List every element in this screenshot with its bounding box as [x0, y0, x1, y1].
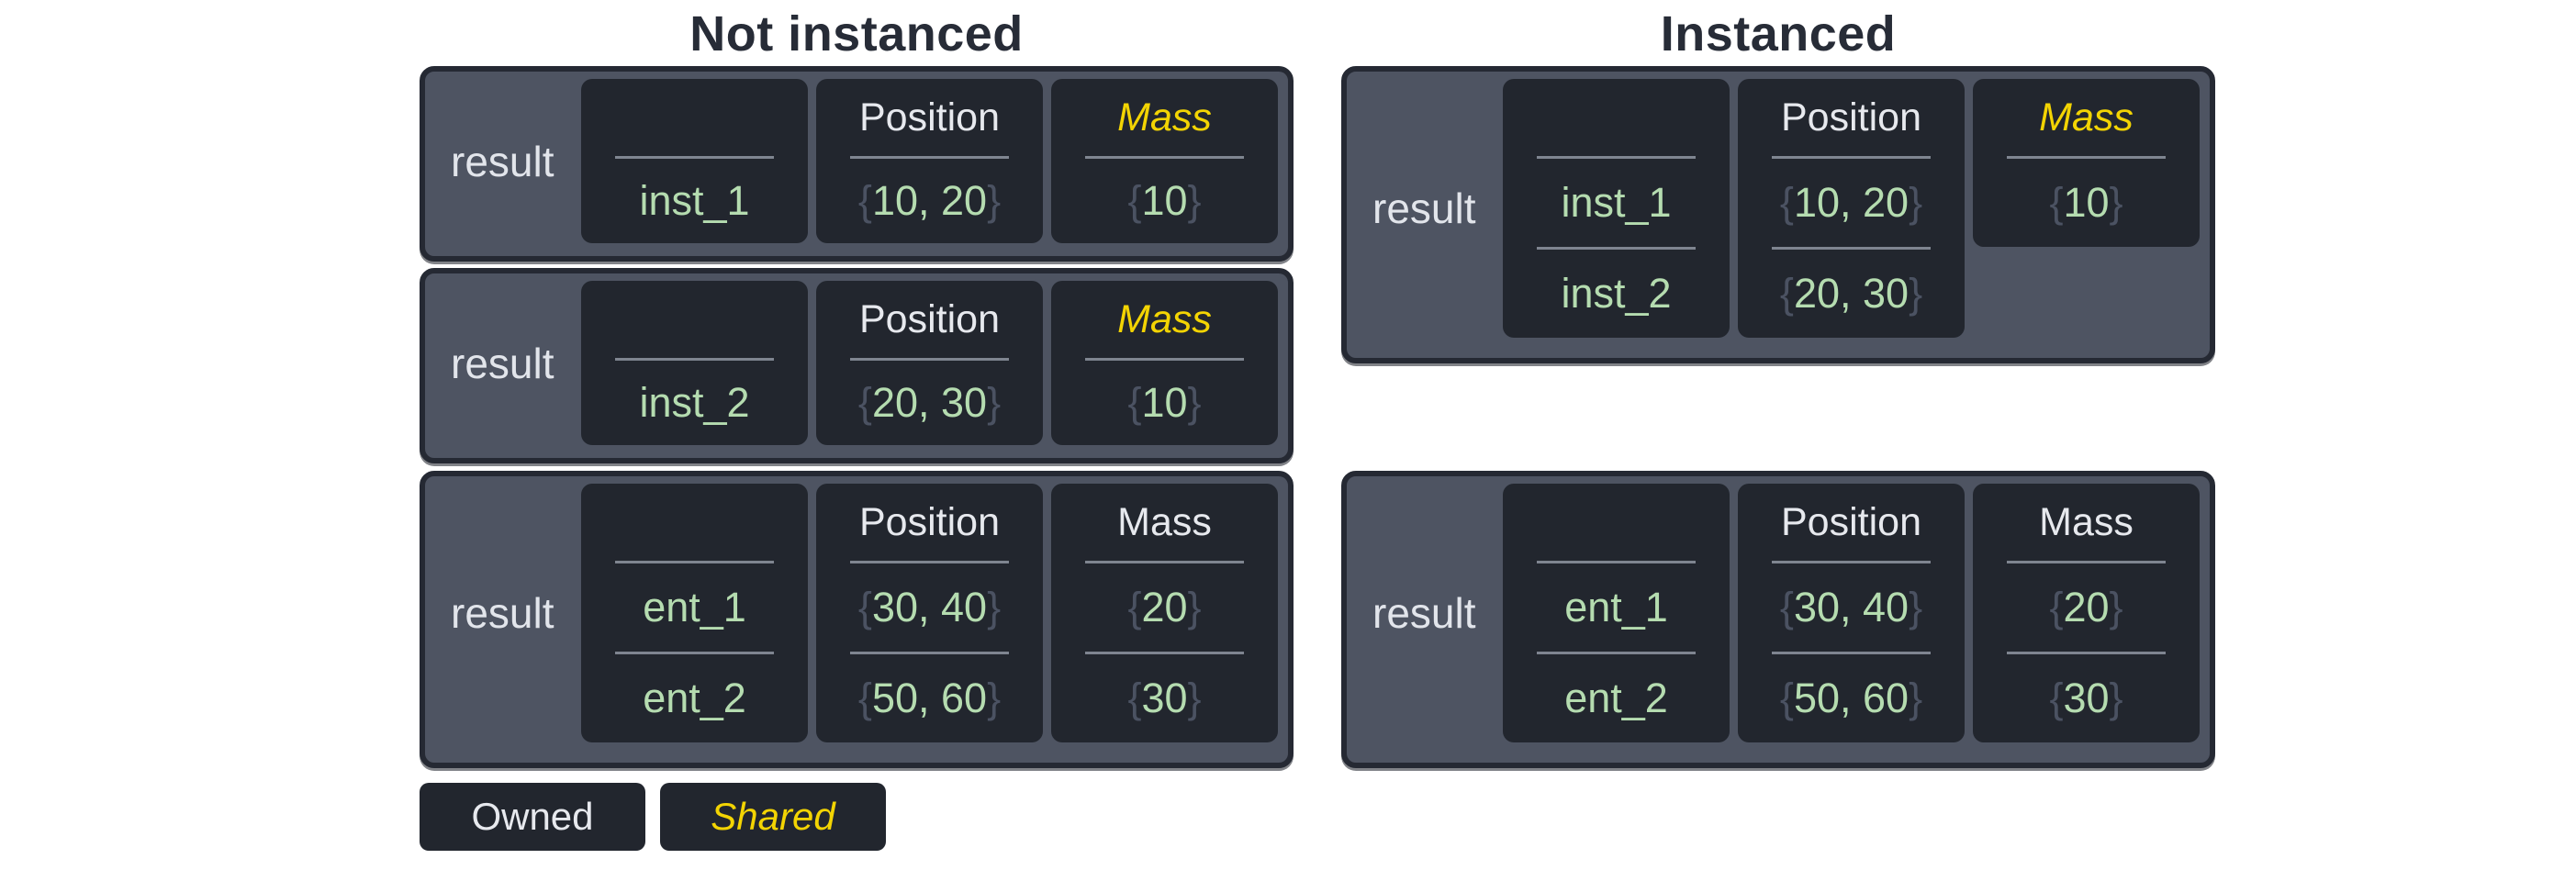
position-value: {30, 40} — [1779, 584, 1923, 630]
result-label: result — [451, 589, 554, 637]
mass-cell-shared-short: Mass {10} — [1973, 79, 2200, 247]
position-value: {10, 20} — [857, 177, 1002, 224]
entity-name: ent_1 — [643, 584, 746, 630]
cells-container: inst_2 Position {20, 30} Mass {10} — [581, 281, 1278, 445]
mass-cell: Mass {10} — [1051, 281, 1278, 445]
entity-header — [1503, 79, 1730, 156]
cells-container: inst_1 Position {10, 20} Mass {10} — [581, 79, 1278, 243]
divider — [850, 358, 1009, 361]
position-header: Position — [1781, 95, 1921, 139]
divider — [615, 652, 774, 654]
entity-cell: ent_1 ent_2 — [1503, 484, 1730, 742]
divider — [2007, 561, 2166, 563]
position-cell: Position {30, 40} {50, 60} — [816, 484, 1043, 742]
position-cell: Position {20, 30} — [816, 281, 1043, 445]
divider — [615, 358, 774, 361]
mass-value: {10} — [1127, 177, 1202, 224]
mass-value: {10} — [1127, 379, 1202, 426]
entity-cell: ent_1 ent_2 — [581, 484, 808, 742]
entity-name: ent_1 — [1564, 584, 1668, 630]
mass-header: Mass — [1117, 296, 1212, 341]
mass-value: {10} — [2049, 179, 2123, 226]
divider — [850, 156, 1009, 159]
result-box-inst1: result inst_1 Position {10, 20} Mass {10… — [420, 66, 1294, 262]
cells-container: ent_1 ent_2 Position {30, 40} {50, 60} M… — [581, 484, 1278, 742]
entity-header — [1503, 484, 1730, 561]
entity-name: inst_1 — [1561, 179, 1672, 226]
entity-name: ent_2 — [643, 675, 746, 721]
divider — [1537, 561, 1696, 563]
position-value: {10, 20} — [1779, 179, 1923, 226]
entity-name: inst_1 — [639, 177, 750, 224]
entity-cell: inst_1 — [581, 79, 808, 243]
legend: Owned Shared — [420, 783, 886, 851]
position-value: {30, 40} — [857, 584, 1002, 630]
divider — [850, 561, 1009, 563]
result-box-entities-left: result ent_1 ent_2 Position {30, 40} {50… — [420, 471, 1294, 768]
mass-value: {20} — [2049, 584, 2123, 630]
mass-header: Mass — [2039, 95, 2134, 139]
legend-chip-shared: Shared — [660, 783, 886, 851]
divider — [1537, 156, 1696, 159]
entity-header — [581, 281, 808, 358]
result-label: result — [1372, 184, 1476, 232]
entity-name: inst_2 — [639, 379, 750, 426]
position-header: Position — [859, 296, 1000, 341]
divider — [1537, 247, 1696, 250]
cells-container: ent_1 ent_2 Position {30, 40} {50, 60} M… — [1503, 484, 2200, 742]
entity-cell: inst_1 inst_2 — [1503, 79, 1730, 338]
legend-chip-owned: Owned — [420, 783, 645, 851]
divider — [1085, 358, 1244, 361]
divider — [1537, 652, 1696, 654]
divider — [1085, 561, 1244, 563]
position-value: {50, 60} — [857, 675, 1002, 721]
result-label: result — [451, 137, 554, 185]
mass-header: Mass — [1117, 499, 1212, 544]
entity-header — [581, 79, 808, 156]
entity-name: inst_2 — [1561, 270, 1672, 317]
result-box-inst2: result inst_2 Position {20, 30} Mass {10… — [420, 268, 1294, 463]
mass-cell: Mass {20} {30} — [1973, 484, 2200, 742]
divider — [2007, 156, 2166, 159]
column-title-not-instanced: Not instanced — [689, 6, 1024, 61]
result-box-instanced: result inst_1 inst_2 Position {10, 20} {… — [1341, 66, 2215, 363]
result-label: result — [1372, 589, 1476, 637]
divider — [1772, 652, 1931, 654]
mass-value: {20} — [1127, 584, 1202, 630]
divider — [850, 652, 1009, 654]
divider — [1085, 652, 1244, 654]
divider — [1085, 156, 1244, 159]
mass-value: {30} — [2049, 675, 2123, 721]
mass-cell: Mass {20} {30} — [1051, 484, 1278, 742]
mass-header: Mass — [1117, 95, 1212, 139]
entity-name: ent_2 — [1564, 675, 1668, 721]
position-header: Position — [1781, 499, 1921, 544]
position-value: {20, 30} — [857, 379, 1002, 426]
mass-cell: Mass {10} — [1051, 79, 1278, 243]
result-box-entities-right: result ent_1 ent_2 Position {30, 40} {50… — [1341, 471, 2215, 768]
divider — [1772, 247, 1931, 250]
position-cell: Position {10, 20} {20, 30} — [1738, 79, 1965, 338]
result-label: result — [451, 339, 554, 387]
position-header: Position — [859, 499, 1000, 544]
entity-header — [581, 484, 808, 561]
position-value: {20, 30} — [1779, 270, 1923, 317]
column-title-instanced: Instanced — [1660, 6, 1897, 61]
position-cell: Position {10, 20} — [816, 79, 1043, 243]
divider — [2007, 652, 2166, 654]
mass-header: Mass — [2039, 499, 2134, 544]
position-header: Position — [859, 95, 1000, 139]
divider — [1772, 156, 1931, 159]
position-cell: Position {30, 40} {50, 60} — [1738, 484, 1965, 742]
entity-cell: inst_2 — [581, 281, 808, 445]
divider — [615, 156, 774, 159]
position-value: {50, 60} — [1779, 675, 1923, 721]
divider — [615, 561, 774, 563]
mass-value: {30} — [1127, 675, 1202, 721]
divider — [1772, 561, 1931, 563]
cells-container: inst_1 inst_2 Position {10, 20} {20, 30}… — [1503, 79, 2200, 338]
